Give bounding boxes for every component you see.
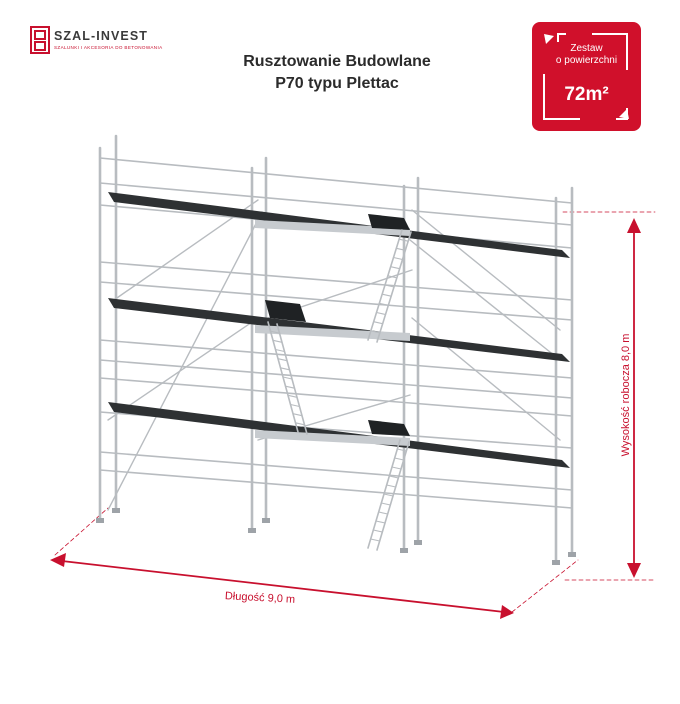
ladder-rung xyxy=(274,348,286,353)
brand-logo: SZAL-INVEST SZALUNKI I AKCESORIA DO BETO… xyxy=(30,24,163,58)
deck-hatch-section xyxy=(255,220,410,236)
deck-hatch-section xyxy=(255,430,410,446)
base-plate xyxy=(414,540,422,545)
ladder-rung xyxy=(279,367,291,371)
ladder-rung xyxy=(390,266,401,270)
ladder-rung xyxy=(375,311,387,316)
area-badge: Zestaw o powierzchni 72m² xyxy=(532,22,641,131)
ladder-rung xyxy=(396,448,407,452)
base-plate xyxy=(400,548,408,553)
diagonal-brace xyxy=(107,317,259,421)
guard-rail xyxy=(99,377,573,417)
badge-caption: Zestaw o powierzchni xyxy=(532,43,641,67)
guard-rail xyxy=(99,182,573,226)
ladder-rung xyxy=(282,376,293,380)
hatch-lid xyxy=(368,214,410,230)
ladder-rung xyxy=(381,293,392,297)
guard-rail xyxy=(99,451,573,491)
badge-caption-line-2: o powierzchni xyxy=(555,55,618,66)
height-arrowhead-bottom xyxy=(627,563,641,578)
ladder-rung xyxy=(269,330,281,334)
diagonal-double-arrow-icon xyxy=(543,33,629,120)
ladder-rung xyxy=(378,511,389,515)
ladder-rung xyxy=(294,422,306,426)
ladder-rung xyxy=(380,502,391,506)
length-dimension-line xyxy=(61,560,505,613)
base-plate xyxy=(96,518,104,523)
title-line-2: P70 typu Plettac xyxy=(275,75,399,92)
brand-tagline: SZALUNKI I AKCESORIA DO BETONOWANIA xyxy=(54,45,163,50)
ladder-rung xyxy=(292,413,303,417)
guard-rail xyxy=(99,339,573,379)
hatch-lid xyxy=(368,420,410,436)
guide-dashed-bottom-right xyxy=(511,559,579,613)
length-arrowhead-right xyxy=(500,605,514,619)
base-plate xyxy=(262,518,270,523)
diagonal-brace xyxy=(409,239,561,361)
ladder-rung xyxy=(287,394,298,398)
guard-rail xyxy=(99,359,573,399)
ladder-rung xyxy=(384,284,395,288)
ladder-rung xyxy=(289,403,301,408)
base-plate xyxy=(568,552,576,557)
ladder-rung xyxy=(272,339,283,343)
ladder-rung xyxy=(394,457,405,461)
page-title: Rusztowanie Budowlane P70 typu Plettac xyxy=(200,51,474,95)
diagonal-brace xyxy=(411,209,561,331)
base-plate xyxy=(248,528,256,533)
badge-area-value: 72m² xyxy=(564,84,609,105)
guard-rail xyxy=(99,469,573,509)
ladder-rung xyxy=(392,256,404,261)
guard-rail xyxy=(99,261,573,301)
ladder-rung xyxy=(391,466,402,470)
ladder-rung xyxy=(388,475,399,479)
ladder-rung xyxy=(372,529,383,533)
ladder-rung xyxy=(370,330,381,334)
ladder-rung xyxy=(383,493,394,497)
base-plate xyxy=(552,560,560,565)
ladder-rung xyxy=(378,302,389,306)
guard-rail xyxy=(99,281,573,321)
base-plate xyxy=(112,508,120,513)
length-arrowhead-left xyxy=(50,553,66,567)
brand-name: SZAL-INVEST xyxy=(54,29,149,43)
badge-caption-line-1: Zestaw xyxy=(570,43,603,54)
ladder-rung xyxy=(398,238,409,242)
ladder-rung xyxy=(386,484,397,488)
ladder-rung xyxy=(370,538,381,542)
ladder-rung xyxy=(277,358,288,362)
ladder-rung xyxy=(395,247,406,251)
height-arrowhead-top xyxy=(627,218,641,233)
ladder-rung xyxy=(373,321,384,325)
ladder-rung xyxy=(387,275,398,279)
guard-rail xyxy=(99,157,573,204)
deck-hatch-section xyxy=(255,325,410,341)
building-frame-icon xyxy=(30,26,50,54)
diagonal-brace xyxy=(107,211,263,511)
title-line-1: Rusztowanie Budowlane xyxy=(243,53,431,70)
ladder-rung xyxy=(375,520,386,524)
ladder-rung xyxy=(284,385,296,389)
hatch-lid xyxy=(265,300,306,322)
height-dimension-label: Wysokość robocza 8,0 m xyxy=(620,333,632,457)
diagonal-brace xyxy=(411,317,561,441)
